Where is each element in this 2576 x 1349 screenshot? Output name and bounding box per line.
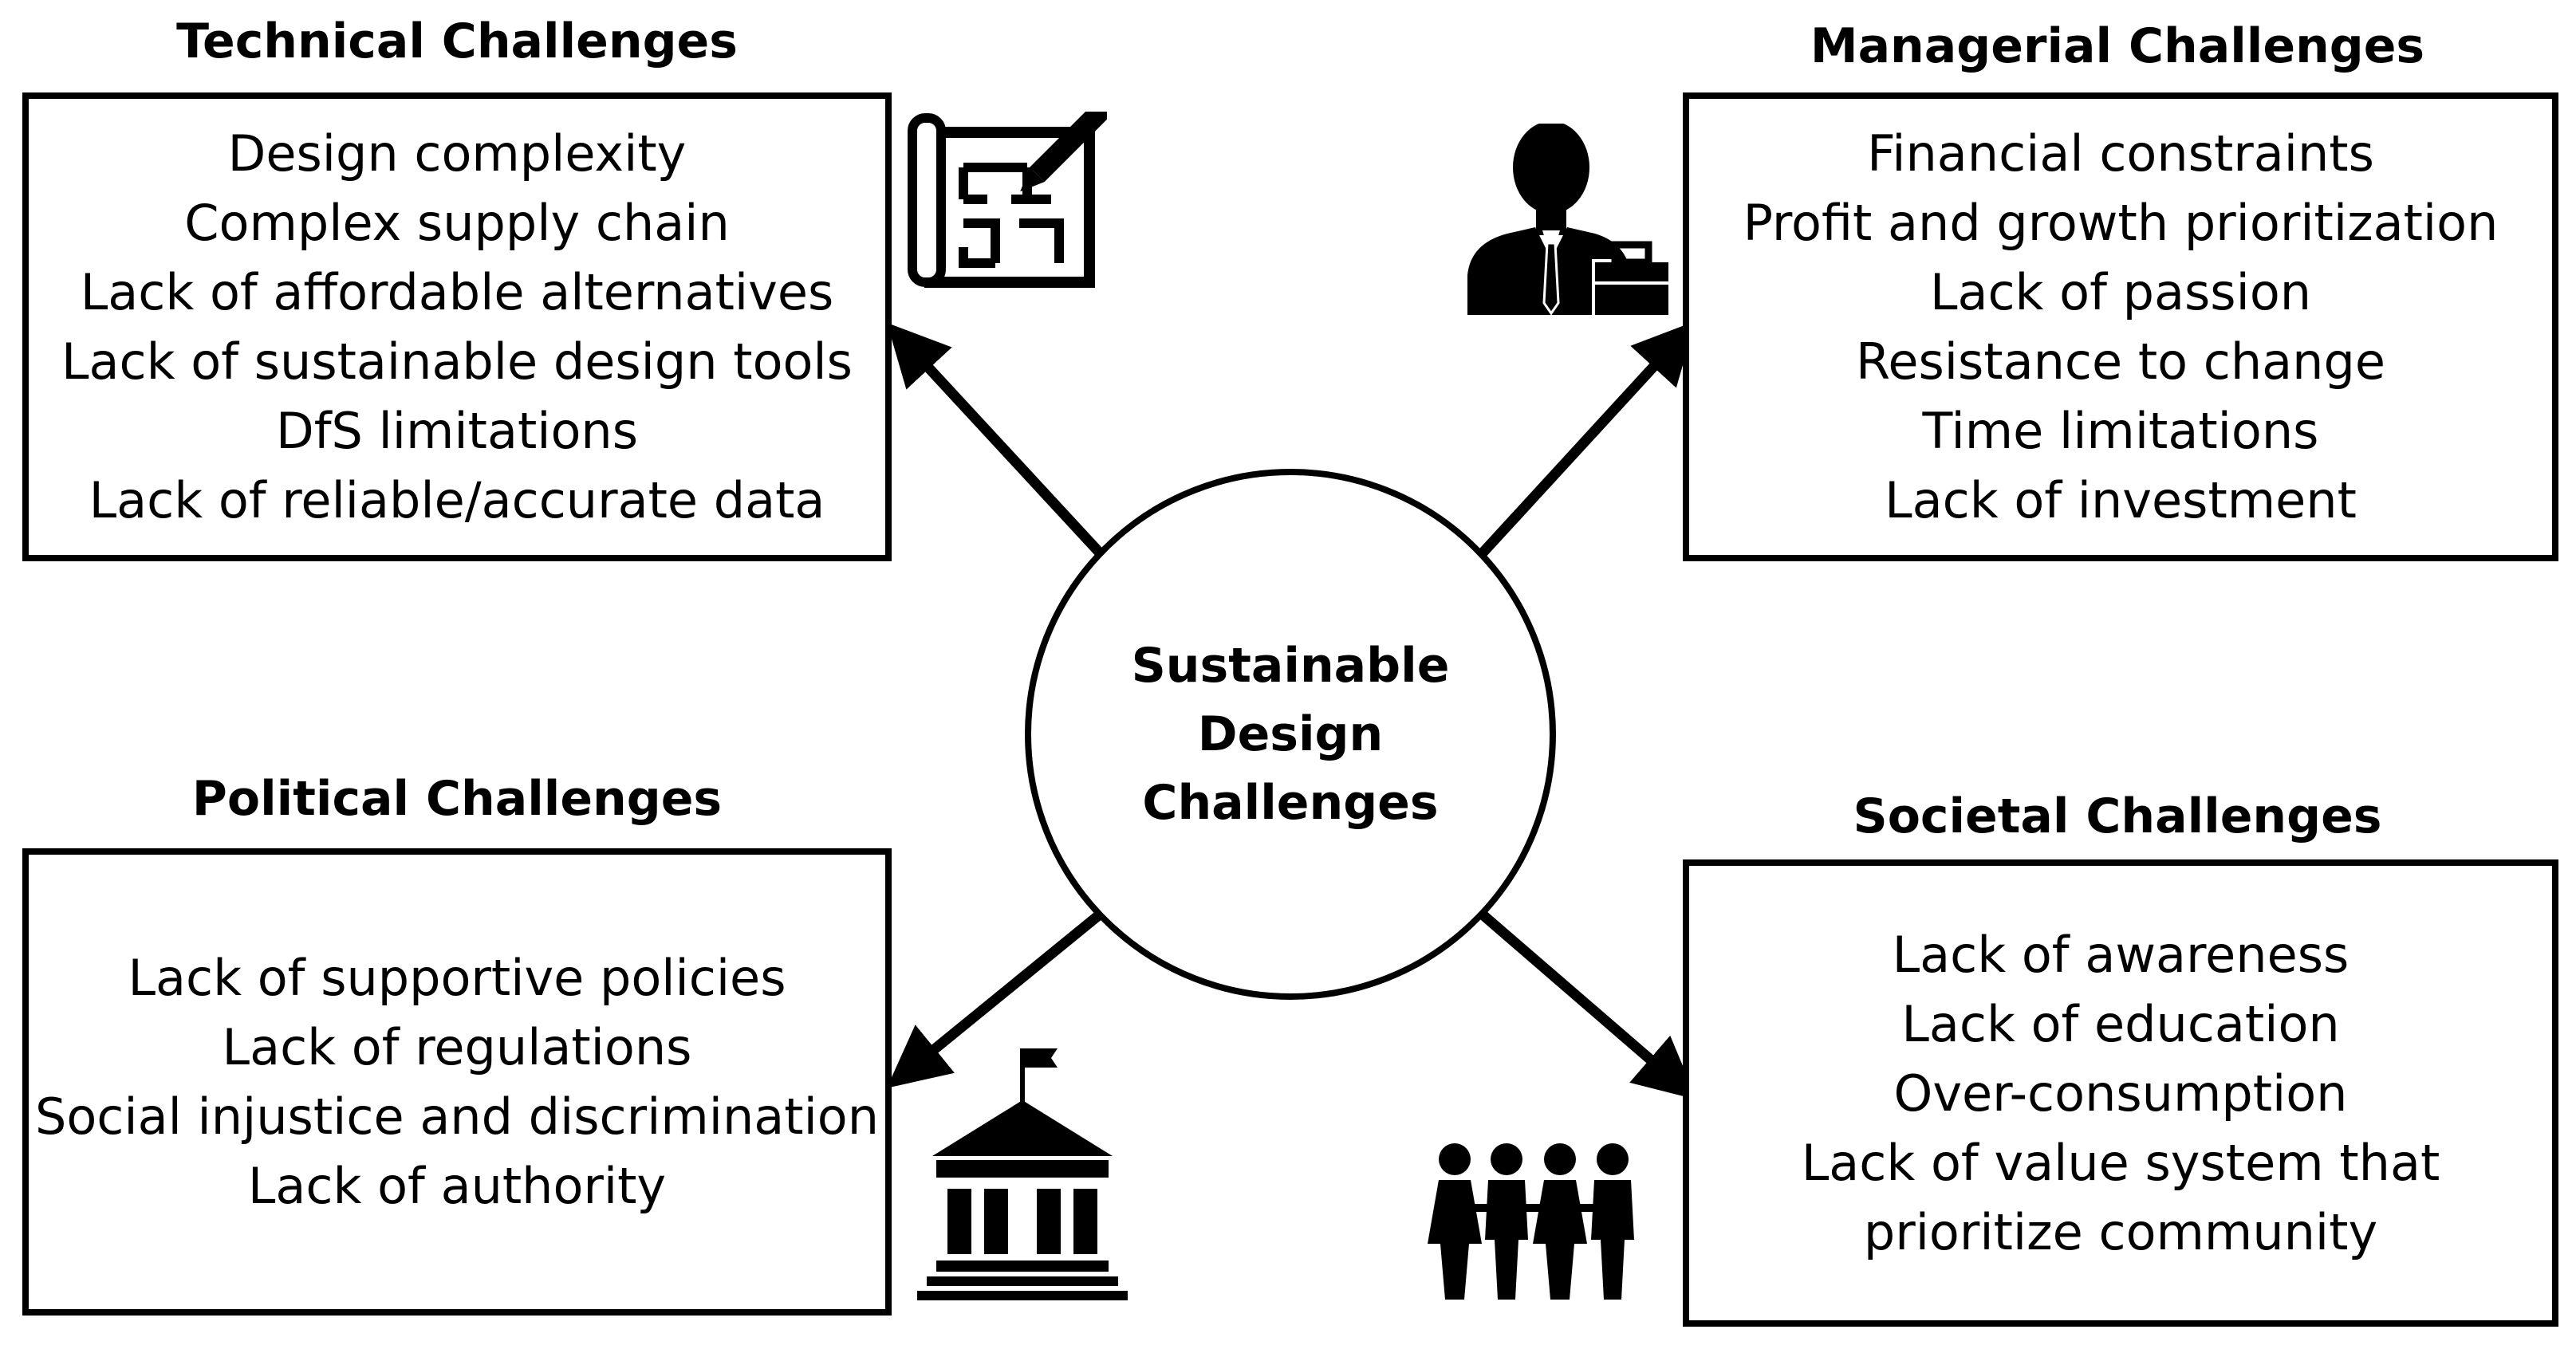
managerial-title: Managerial Challenges — [1810, 18, 2425, 74]
political-item: Lack of regulations — [222, 1018, 692, 1076]
societal-box: Lack of awareness Lack of education Over… — [1683, 859, 2558, 1327]
arrow-to-technical — [887, 322, 1109, 562]
technical-box: Design complexity Complex supply chain L… — [22, 92, 892, 561]
societal-item: Over-consumption — [1893, 1064, 2348, 1123]
arrow-to-societal — [1474, 907, 1697, 1100]
managerial-item: Time limitations — [1922, 402, 2319, 460]
technical-title: Technical Challenges — [176, 14, 738, 69]
managerial-item: Resistance to change — [1856, 332, 2385, 391]
technical-item: Complex supply chain — [184, 194, 730, 252]
political-item: Lack of authority — [247, 1157, 667, 1215]
societal-item: Lack of value system that prioritize com… — [1801, 1133, 2440, 1261]
technical-item: Design complexity — [227, 124, 687, 183]
political-item: Lack of supportive policies — [128, 949, 786, 1007]
people-group-icon — [1428, 1143, 1634, 1300]
societal-title: Societal Challenges — [1853, 789, 2382, 844]
technical-item: Lack of sustainable design tools — [61, 332, 853, 391]
managerial-item: Lack of investment — [1885, 471, 2357, 529]
managerial-item: Profit and growth prioritization — [1743, 194, 2499, 252]
political-box: Lack of supportive policies Lack of regu… — [22, 848, 892, 1316]
managerial-box: Financial constraints Profit and growth … — [1683, 92, 2558, 561]
political-item: Social injustice and discrimination — [34, 1087, 880, 1146]
technical-item: DfS limitations — [275, 402, 639, 460]
technical-item: Lack of reliable/accurate data — [89, 471, 825, 529]
societal-list: Lack of awareness Lack of education Over… — [1706, 920, 2535, 1267]
societal-item: Lack of awareness — [1892, 925, 2350, 984]
center-label: Sustainable Design Challenges — [1131, 638, 1450, 831]
societal-item: Lack of education — [1901, 994, 2340, 1053]
blueprint-pencil-icon — [908, 112, 1107, 288]
technical-list: Design complexity Complex supply chain L… — [61, 119, 853, 535]
political-title: Political Challenges — [191, 771, 723, 827]
arrow-to-political — [886, 906, 1109, 1088]
center-circle: Sustainable Design Challenges — [1025, 469, 1556, 1000]
managerial-list: Financial constraints Profit and growth … — [1743, 119, 2499, 535]
managerial-item: Financial constraints — [1867, 124, 2374, 183]
businessman-briefcase-icon — [1467, 124, 1672, 318]
technical-item: Lack of affordable alternatives — [80, 263, 834, 321]
government-building-icon — [917, 1048, 1128, 1300]
managerial-item: Lack of passion — [1929, 263, 2312, 321]
political-list: Lack of supportive policies Lack of regu… — [35, 943, 879, 1221]
arrow-to-managerial — [1474, 321, 1696, 562]
